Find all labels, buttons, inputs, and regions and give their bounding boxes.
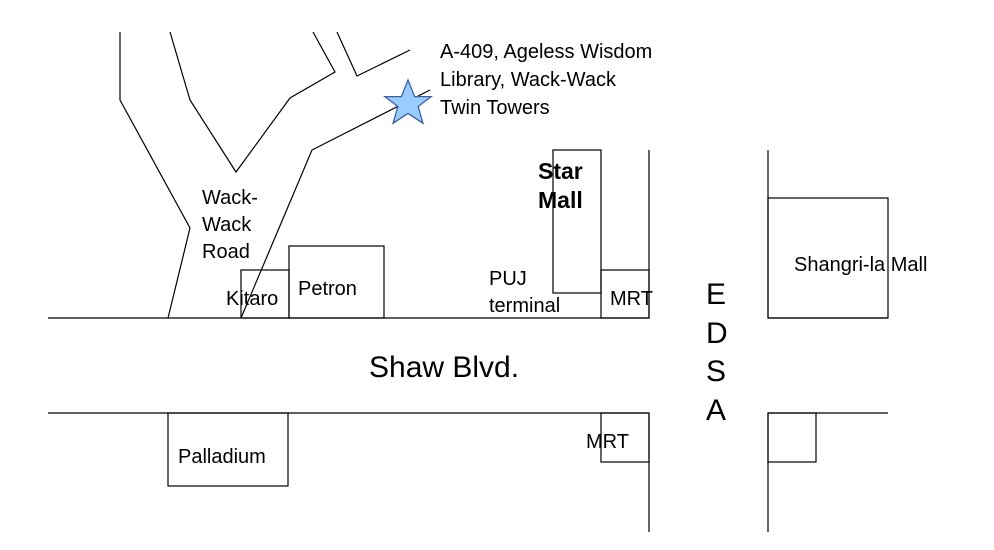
star-mall-block [552,149,602,294]
wack-wack-road-upper-edge [169,31,336,174]
edsa-letter-s: S [706,355,727,389]
edsa-letter-d: D [706,316,728,350]
star-mall-label: Star Mall [538,157,583,215]
edsa-letter-a: A [706,393,727,427]
wack-wack-road-line-2: Wack [202,214,252,236]
destination-line-1: A-409, Ageless Wisdom [440,41,653,63]
destination-line-2: Library, Wack-Wack [440,69,616,91]
wack-wack-road-left-edge [119,32,191,319]
mrt-south-label: MRT [586,431,629,453]
star-icon [382,78,434,125]
puj-terminal-line-2: terminal [489,295,561,317]
destination-line-3: Twin Towers [440,97,550,119]
wack-wack-road-line-3: Road [202,241,250,263]
mrt-south-block [600,412,650,463]
palladium-label: Palladium [178,446,266,468]
shangri-la-mall-label: Shangri-la Mall [794,254,928,276]
wack-wack-road-line-1: Wack- [202,187,258,209]
edsa-letter-e: E [706,278,727,311]
mrt-north-block [600,269,650,319]
kitaro-block [240,269,290,319]
mrt-north-label: MRT [610,288,653,310]
wack-wack-road-right-edge [240,89,431,319]
petron-label: Petron [298,278,357,300]
wack-wack-road-branch [336,31,411,77]
corner-block [767,412,817,463]
kitaro-label: Kitaro [226,288,279,310]
star-mall-line-2: Mall [538,187,583,213]
palladium-block [167,412,289,487]
puj-terminal-line-1: PUJ [489,268,527,290]
destination-label: A-409, Ageless Wisdom Library, Wack-Wack… [440,38,652,122]
shangri-la-mall-block [767,197,889,319]
star-mall-line-1: Star [538,158,583,184]
wack-wack-road-label: Wack- Wack Road [202,185,258,266]
puj-terminal-label: PUJ terminal [489,266,560,320]
shaw-blvd-label: Shaw Blvd. [369,351,520,384]
edsa-label: E D S A [706,276,728,430]
